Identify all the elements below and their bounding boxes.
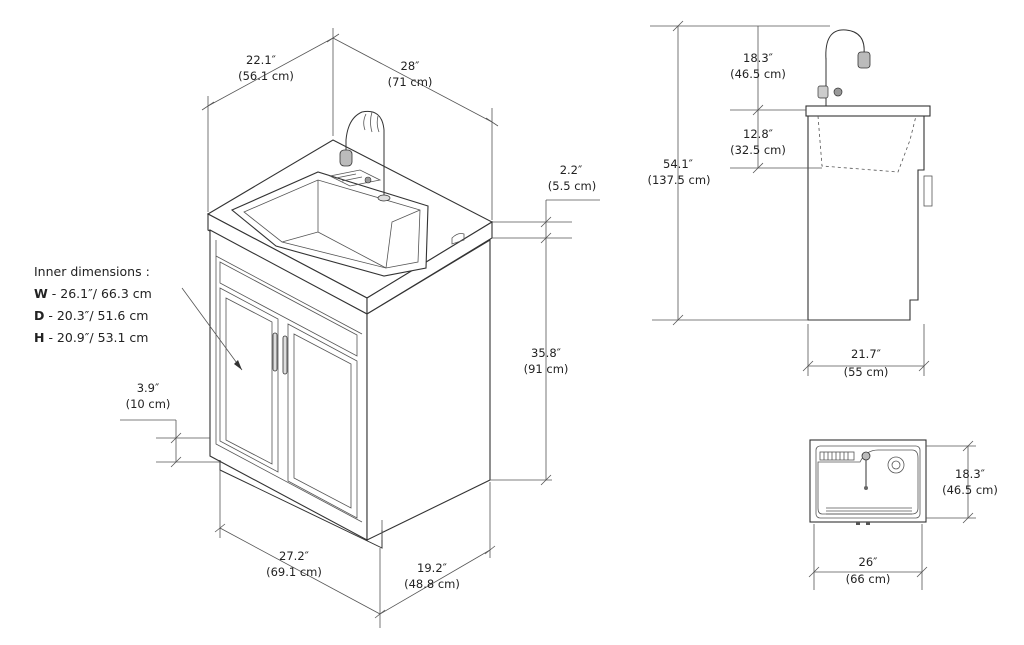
iso-faucet [339, 110, 391, 202]
iso-base-width-cm: (69.1 cm) [266, 565, 322, 579]
iso-cabinet: 22.1″ (56.1 cm) 28″ (71 cm) 2.2″ (5.5 cm… [120, 28, 600, 628]
iso-rim-cm: (5.5 cm) [548, 179, 596, 193]
inner-width-value: - 26.1″/ 66.3 cm [48, 286, 152, 301]
inner-width-row: W - 26.1″/ 66.3 cm [34, 286, 152, 301]
inner-dimensions: Inner dimensions : W - 26.1″/ 66.3 cm D … [34, 264, 152, 345]
top-basin [817, 449, 919, 515]
drawer-rail [219, 261, 358, 357]
inner-height-value: - 20.9″/ 53.1 cm [44, 330, 148, 345]
inner-depth-row: D - 20.3″/ 51.6 cm [34, 308, 148, 323]
left-handle [272, 332, 278, 372]
side-faucet [817, 29, 871, 106]
right-handle [282, 335, 288, 375]
side-basin-in: 12.8″ [743, 127, 774, 141]
inner-title: Inner dimensions : [34, 264, 150, 279]
top-faucet [861, 451, 871, 461]
right-door [287, 323, 358, 519]
top-depth-in: 18.3″ [955, 467, 986, 481]
top-view: 18.3″ (46.5 cm) 26″ (66 cm) [808, 439, 998, 590]
iso-base-depth-cm: (48.8 cm) [404, 577, 460, 591]
iso-toe-cm: (10 cm) [126, 397, 171, 411]
iso-depth-in: 22.1″ [246, 53, 277, 67]
side-faucet-in: 18.3″ [743, 51, 774, 65]
side-basin-cm: (32.5 cm) [730, 143, 786, 157]
iso-width-cm: (71 cm) [388, 75, 433, 89]
inner-depth-value: - 20.3″/ 51.6 cm [44, 308, 148, 323]
iso-base-width-in: 27.2″ [279, 549, 310, 563]
side-depth-cm: (55 cm) [844, 365, 889, 379]
top-soap-tray [819, 451, 855, 461]
iso-width-in: 28″ [401, 59, 421, 73]
inner-height-key: H [34, 330, 44, 345]
side-basin [817, 115, 917, 173]
side-depth-in: 21.7″ [851, 347, 882, 361]
inner-depth-key: D [34, 308, 44, 323]
left-door [219, 287, 279, 473]
iso-rim-in: 2.2″ [560, 163, 583, 177]
inner-width-key: W [34, 286, 48, 301]
top-depth-cm: (46.5 cm) [942, 483, 998, 497]
top-width-cm: (66 cm) [846, 572, 891, 586]
iso-cab-height-in: 35.8″ [531, 346, 562, 360]
side-countertop [805, 105, 931, 117]
top-drain [887, 456, 905, 474]
side-total-in: 54.1″ [663, 157, 694, 171]
side-faucet-cm: (46.5 cm) [730, 67, 786, 81]
iso-base-depth-in: 19.2″ [417, 561, 448, 575]
side-cabinet [807, 112, 925, 321]
soap-tray [328, 169, 382, 187]
top-width-in: 26″ [859, 555, 879, 569]
side-total-cm: (137.5 cm) [647, 173, 710, 187]
iso-depth-cm: (56.1 cm) [238, 69, 294, 83]
side-view: 18.3″ (46.5 cm) 12.8″ (32.5 cm) 54.1″ (1… [647, 20, 933, 379]
inner-height-row: H - 20.9″/ 53.1 cm [34, 330, 148, 345]
iso-toe-in: 3.9″ [137, 381, 160, 395]
side-handle [923, 175, 933, 207]
inner-leader [181, 287, 243, 371]
iso-cab-height-cm: (91 cm) [524, 362, 569, 376]
